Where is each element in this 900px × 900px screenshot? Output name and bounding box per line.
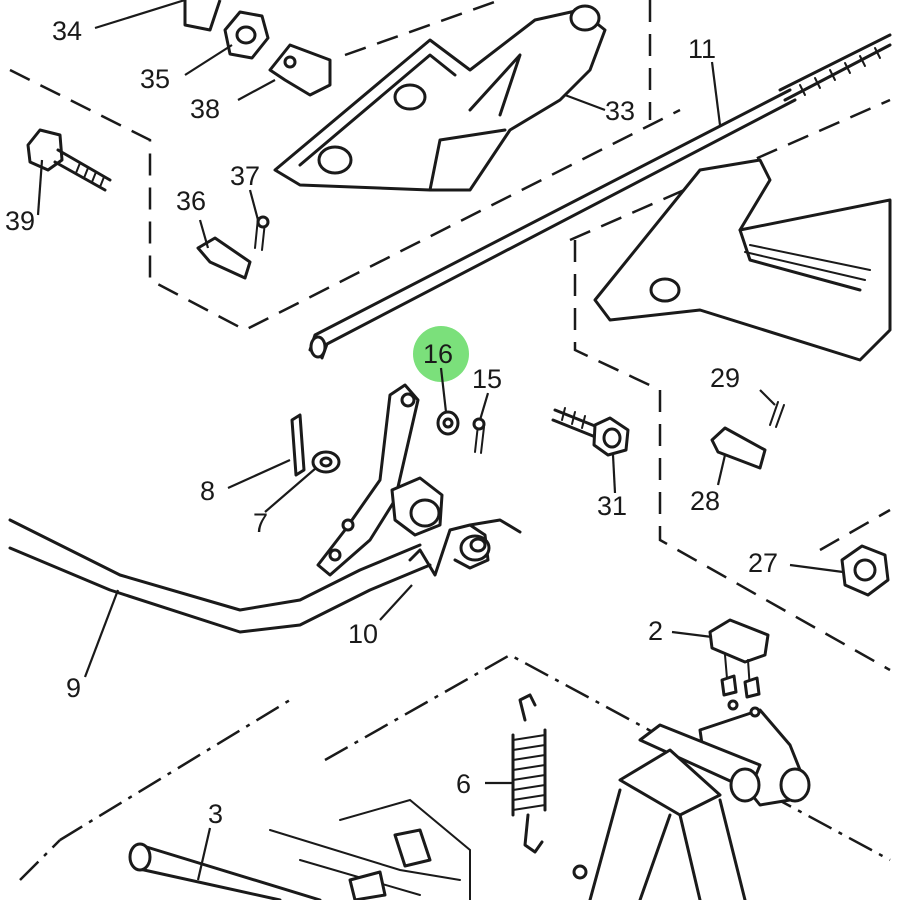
part-2-switch [708, 618, 770, 699]
part-28-29-pin [710, 401, 785, 470]
callout-2[interactable]: 2 [648, 616, 663, 646]
part-11-rod [308, 33, 892, 360]
callout-6[interactable]: 6 [456, 769, 471, 799]
callout-8[interactable]: 8 [200, 476, 215, 506]
part-31-bolt [551, 407, 630, 457]
callout-7[interactable]: 7 [253, 508, 268, 538]
part-6-spring [511, 693, 588, 880]
callout-27[interactable]: 27 [748, 548, 778, 578]
part-pedal-lever [316, 383, 444, 577]
part-bracket-right [593, 158, 892, 362]
callout-38[interactable]: 38 [190, 94, 220, 124]
callout-11[interactable]: 11 [688, 34, 716, 64]
part-16-highlight [413, 326, 469, 382]
callout-10[interactable]: 10 [348, 619, 378, 649]
part-27-nut [840, 544, 890, 597]
part-10-spring [408, 518, 522, 577]
part-33-bracket [273, 4, 607, 192]
part-3-shaft [128, 798, 471, 900]
callout-33[interactable]: 33 [605, 96, 635, 126]
part-9-pedal-bar [8, 518, 432, 634]
callout-36[interactable]: 36 [176, 186, 206, 216]
callout-31[interactable]: 31 [597, 491, 627, 521]
callout-39[interactable]: 39 [5, 206, 35, 236]
callout-3[interactable]: 3 [208, 799, 223, 829]
callout-34[interactable]: 34 [52, 16, 82, 46]
part-16-washer[interactable] [413, 326, 469, 436]
callout-15[interactable]: 15 [472, 364, 502, 394]
callout-37[interactable]: 37 [230, 161, 260, 191]
part-15-cotter-pin [472, 417, 486, 454]
part-39-bolt [26, 128, 112, 192]
leader-lines [36, 0, 844, 881]
callout-9[interactable]: 9 [66, 673, 81, 703]
part-34-35-38-hardware [183, 0, 332, 97]
part-main-stand [588, 699, 811, 900]
part-36-37-pin [196, 215, 270, 280]
callout-16[interactable]: 16 [423, 339, 453, 369]
callout-29[interactable]: 29 [710, 363, 740, 393]
callout-35[interactable]: 35 [140, 64, 170, 94]
callout-labels: 34 35 38 33 11 39 37 36 16 15 29 8 7 31 … [5, 16, 778, 829]
part-8-7-pin-washer [290, 413, 341, 477]
callout-28[interactable]: 28 [690, 486, 720, 516]
